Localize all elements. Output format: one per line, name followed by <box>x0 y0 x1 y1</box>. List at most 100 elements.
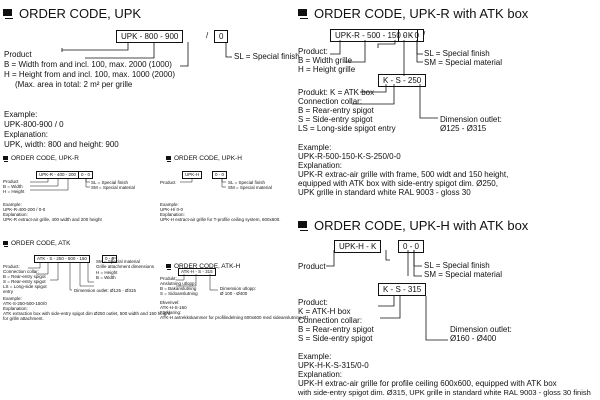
upk-header: ORDER CODE, UPK <box>3 6 141 21</box>
upkr-atk-m1: Connection collar: <box>298 97 363 106</box>
atk-small-suffix: 0 - 0 <box>102 255 118 263</box>
upkh-atk-l2: Connection collar: <box>298 316 363 325</box>
atkh-small-header: ORDER CODE, ATK-H <box>166 263 240 270</box>
cart-icon <box>3 8 15 19</box>
upk-example-label: Example: <box>4 110 38 119</box>
atkh-small-code: ATK-H - S - 315 <box>178 268 216 276</box>
upkr-atk-suffix: 0 - 0 <box>398 29 425 42</box>
upkr-atk-e2: Explanation: <box>298 161 343 170</box>
upkr-small-header: ORDER CODE, UPK-R <box>3 155 79 162</box>
atk-small-code: ATK - S - 250 - 500 - 150 <box>34 255 90 263</box>
upkr-atk-r0: SL = Special finish <box>424 49 490 58</box>
upk-line-h: H = Height from and incl. 100, max. 1000… <box>4 70 175 79</box>
upkh-atk-e0: Example: <box>298 352 332 361</box>
upk-line-b: B = Width from and incl. 100, max. 2000 … <box>4 60 172 69</box>
upkr-atk-m3: S = Side-entry spigot <box>298 115 373 124</box>
atk-small-l1: Connection collar: <box>3 269 40 274</box>
cart-icon <box>166 264 172 270</box>
upkr-small-l0: Product <box>3 179 19 184</box>
upkr-small-r1: SM = Special material <box>91 185 135 190</box>
upkh-small-code: UPK-H <box>182 171 203 179</box>
upkr-small-e3: UPK-R extract-air grille, 400 width and … <box>3 217 102 222</box>
upkh-small-title: ORDER CODE, UPK-H <box>174 155 242 162</box>
upkh-atk-r0: SL = Special finish <box>424 261 490 270</box>
atk-small-header: ORDER CODE, ATK <box>3 240 70 247</box>
upkr-atk-d1: Ø125 - Ø315 <box>440 124 487 133</box>
upkh-small-header: ORDER CODE, UPK-H <box>166 155 242 162</box>
upkr-atk-m0: Produkt: K = ATK box <box>298 88 375 97</box>
upk-sl: SL = Special finish <box>234 52 300 61</box>
upkh-atk-d0: Dimension outlet: <box>450 325 512 334</box>
atk-small-r3: B = Width <box>96 275 116 280</box>
upk-code-box: UPK - 800 - 900 <box>116 30 184 43</box>
cart-icon <box>166 156 172 162</box>
upkr-small-r0: SL = Special finish <box>91 180 128 185</box>
upkh-atk-e1: UPK-H-K-S-315/0-0 <box>298 361 369 370</box>
atk-small-e1: ATK-S-250-500-150/0 <box>3 301 47 306</box>
atk-small-r2: H = Height <box>96 270 118 275</box>
atkh-small-e0: Ekvenvel: <box>160 300 180 305</box>
upkr-atk-l0: Product: <box>298 47 328 56</box>
upkh-atk-product: Product <box>298 262 326 271</box>
upkr-small-suffix: 0 - 0 <box>78 171 94 179</box>
cart-icon <box>298 220 310 231</box>
atkh-small-l2: B = Bakanslutning <box>160 286 197 291</box>
upkh-small-r0: SL = Special finish <box>228 180 265 185</box>
atk-small-l0: Product: <box>3 264 20 269</box>
upkh-small-r1: SM = Special material <box>228 185 272 190</box>
upk-max-area: (Max. area in total: 2 m² per grille <box>15 80 133 89</box>
upkh-atk-l4: S = Side-entry spigot <box>298 334 373 343</box>
upkr-small-l2: H = Height <box>3 189 25 194</box>
upkh-small-suffix: 0 - 0 <box>212 171 228 179</box>
atk-small-e3: ATK extraction box with side-entry spigo… <box>3 311 171 316</box>
upk-code-suffix: 0 <box>214 30 229 43</box>
atk-small-r0: SM = Special material <box>96 259 140 264</box>
atkh-small-title: ORDER CODE, ATK-H <box>174 263 241 270</box>
atkh-small-e1: ATK-H-S-160 <box>160 305 187 310</box>
cart-icon <box>3 241 9 247</box>
upkr-small-title: ORDER CODE, UPK-R <box>11 155 79 162</box>
atkh-small-r1: Ø 100 - Ø400 <box>220 291 248 296</box>
upk-explanation-label: Explanation: <box>4 130 49 139</box>
upkh-atk-l1: K = ATK-H box <box>298 307 351 316</box>
atk-small-r1: Grille attachment dimensions <box>96 264 155 269</box>
atk-small-e4: for grille attachment. <box>3 316 44 321</box>
upkh-small-product: Product <box>160 180 176 185</box>
atkh-small-e2: Förklaring: <box>160 310 182 315</box>
upkr-atk-m4: LS = Long-side spigot entry <box>298 124 396 133</box>
upkh-small-e0: Example: <box>160 202 179 207</box>
upkr-atk-e5: UPK grille in standard white RAL 9003 - … <box>298 188 471 197</box>
upkh-small-e3: UPK-H extract-air grille for T-profile c… <box>160 217 281 222</box>
upkh-atk-l3: B = Rear-entry spigot <box>298 325 374 334</box>
upkr-atk-title: ORDER CODE, UPK-R with ATK box <box>314 6 529 21</box>
upkh-atk-d1: Ø160 - Ø400 <box>450 334 497 343</box>
upkr-atk-e3: UPK-R extrac-air grille with frame, 500 … <box>298 170 509 179</box>
cart-icon <box>3 156 9 162</box>
atk-small-r4: Dimension outlet: Ø125 - Ø315 <box>74 288 137 293</box>
upkh-atk-e4: with side-entry spigot dim. Ø315, UPK gr… <box>298 388 591 397</box>
upkh-atk-code2: K - S - 315 <box>378 283 427 296</box>
upkr-atk-e0: Example: <box>298 143 332 152</box>
upk-title: ORDER CODE, UPK <box>19 6 142 21</box>
upkh-atk-l0: Product: <box>298 298 328 307</box>
upkr-small-e2: Explanation: <box>3 212 28 217</box>
upkr-atk-l1: B = Width grille <box>298 56 353 65</box>
atkh-small-l3: S = Sidoanslutning <box>160 291 198 296</box>
upkr-atk-l2: H = Height grille <box>298 65 356 74</box>
atk-small-l2: B = Rear-entry spigot <box>3 274 46 279</box>
atk-small-l5: entry <box>3 289 14 294</box>
atkh-small-l0: Produkt: <box>160 276 177 281</box>
upkr-atk-r1: SM = Special material <box>424 58 503 67</box>
cart-icon <box>298 8 310 19</box>
atk-small-title: ORDER CODE, ATK <box>11 240 71 247</box>
atkh-small-e3: ATK-H avtrekkskammer for profilindelning… <box>160 315 309 320</box>
upkr-atk-slash: / <box>423 30 426 39</box>
atkh-small-r0: Dimension utlopp: <box>220 286 257 291</box>
upkh-atk-e3: UPK-H extrac-air grille for profile ceil… <box>298 379 557 388</box>
upkh-atk-e2: Explanation: <box>298 370 343 379</box>
atkh-small-l1: Anslutning utlopp: <box>160 281 196 286</box>
upkr-atk-d0: Dimension outlet: <box>440 115 502 124</box>
upkr-small-l1: B = Width <box>3 184 23 189</box>
upkr-small-e1: UPK-R-400-200 / 0-0 <box>3 207 46 212</box>
